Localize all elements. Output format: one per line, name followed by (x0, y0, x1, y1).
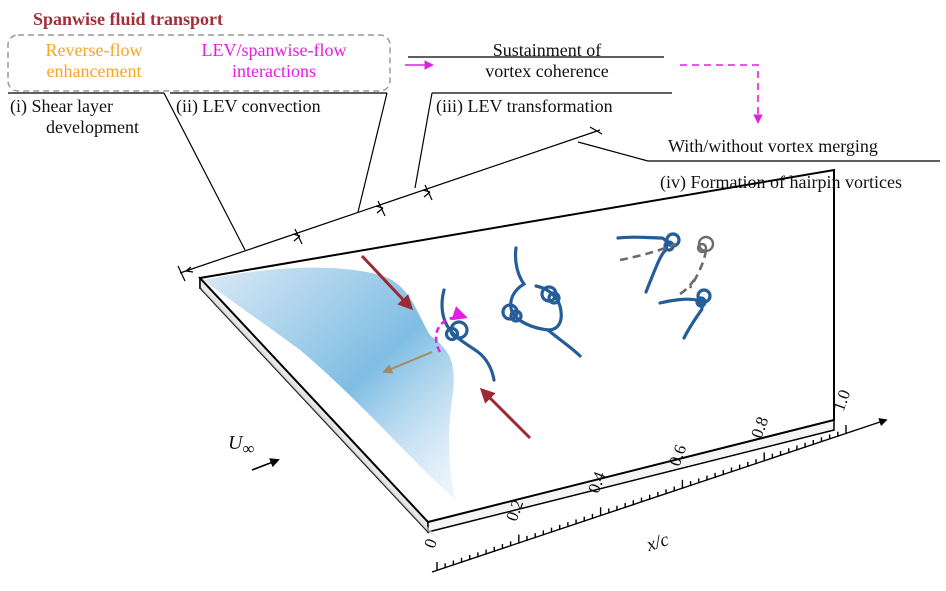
stage-1-line-1: (i) Shear layer (10, 96, 113, 116)
shear-layer-region (204, 267, 456, 500)
freestream-symbol: U (228, 432, 243, 454)
transformed-vortex (501, 246, 582, 358)
spanwise-transport-title: Spanwise fluid transport (33, 9, 224, 29)
spanwise-arrow-lower (479, 387, 532, 440)
lev-line-1: LEV/spanwise-flow (201, 40, 347, 60)
dashed-arrow-icon (680, 64, 763, 124)
sustain-line-1: Sustainment of (492, 40, 602, 60)
reverse-flow-arrow (382, 351, 433, 374)
sustain-line-2: vortex coherence (485, 60, 609, 81)
lev-line-2: interactions (232, 60, 316, 81)
reverse-flow-label: Reverse-flow enhancement (24, 40, 164, 81)
leader-lines (8, 56, 940, 251)
freestream-velocity-label: U∞ (228, 432, 254, 458)
spanwise-arrow-upper (360, 254, 414, 311)
lev-interactions-label: LEV/spanwise-flow interactions (172, 40, 376, 81)
phase-ruler (177, 126, 603, 282)
stage-1-line-2: development (46, 116, 139, 137)
stage-4-label: (iv) Formation of hairpin vortices (660, 172, 902, 192)
sustainment-label: Sustainment of vortex coherence (452, 40, 642, 81)
reverse-line-2: enhancement (46, 60, 142, 81)
reverse-line-1: Reverse-flow (45, 40, 143, 60)
flat-plate (198, 168, 835, 540)
x-axis (431, 418, 888, 573)
merging-label: With/without vortex merging (668, 136, 878, 156)
hairpin-vortices (616, 232, 715, 340)
lev-rotation-arrow (434, 306, 468, 353)
stage-1-label: (i) Shear layer development (10, 96, 139, 137)
stage-2-label: (ii) LEV convection (176, 96, 321, 116)
stage-3-label: (iii) LEV transformation (436, 96, 613, 116)
phenomena-box (7, 34, 391, 92)
spanwise-transport-arrows (360, 254, 532, 440)
freestream-subscript: ∞ (242, 439, 255, 458)
lev-vortex (440, 288, 496, 382)
arrow-icon (251, 458, 280, 471)
